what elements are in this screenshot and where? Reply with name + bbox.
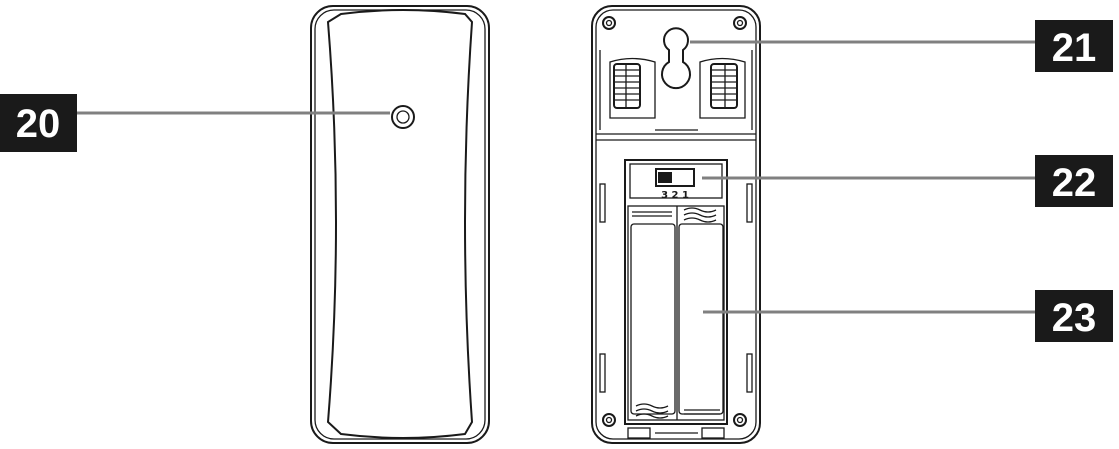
sensor-back-view: 3 2 1 — [591, 5, 761, 444]
channel-switch-bay — [629, 163, 723, 199]
front-housing-outer — [310, 5, 490, 444]
channel-switch[interactable] — [655, 168, 695, 187]
battery-slot-right — [678, 223, 724, 415]
callout-badge-21 — [1035, 20, 1113, 72]
side-slot — [746, 183, 753, 223]
back-housing-inner — [595, 9, 757, 440]
battery-spring-bottom — [635, 403, 669, 419]
callout-badge-23 — [1035, 290, 1113, 342]
front-led-indicator — [396, 110, 410, 124]
channel-switch-labels: 3 2 1 — [661, 190, 689, 201]
bottom-vents — [627, 427, 725, 439]
battery-contact — [684, 409, 720, 415]
left-clip — [613, 63, 641, 109]
right-clip — [710, 63, 738, 109]
back-housing-outer — [591, 5, 761, 444]
callout-label-22: 22 — [1052, 161, 1097, 205]
sensor-front-view — [310, 5, 490, 444]
side-slot — [599, 183, 606, 223]
callout-label-23: 23 — [1052, 296, 1097, 340]
screw-bottom-left — [602, 413, 616, 427]
keyhole-mount — [661, 27, 691, 90]
callout-badge-22 — [1035, 155, 1113, 207]
wall-mount-area — [596, 50, 756, 141]
screw-top-right — [733, 16, 747, 30]
side-slot — [746, 353, 753, 393]
battery-compartment-frame — [624, 159, 728, 425]
screw-bottom-right — [733, 413, 747, 427]
callout-badge-20 — [0, 94, 77, 152]
front-led-ring — [391, 105, 415, 129]
callout-label-21: 21 — [1052, 26, 1097, 70]
callout-label-20: 20 — [16, 102, 61, 146]
front-face-panel — [326, 9, 474, 439]
battery-contact — [632, 211, 672, 217]
battery-spring-top — [683, 207, 717, 223]
side-slot — [599, 353, 606, 393]
screw-top-left — [602, 16, 616, 30]
battery-slot-left — [630, 223, 676, 415]
front-housing-inner — [314, 9, 486, 440]
battery-compartment: 3 2 1 — [624, 159, 728, 425]
